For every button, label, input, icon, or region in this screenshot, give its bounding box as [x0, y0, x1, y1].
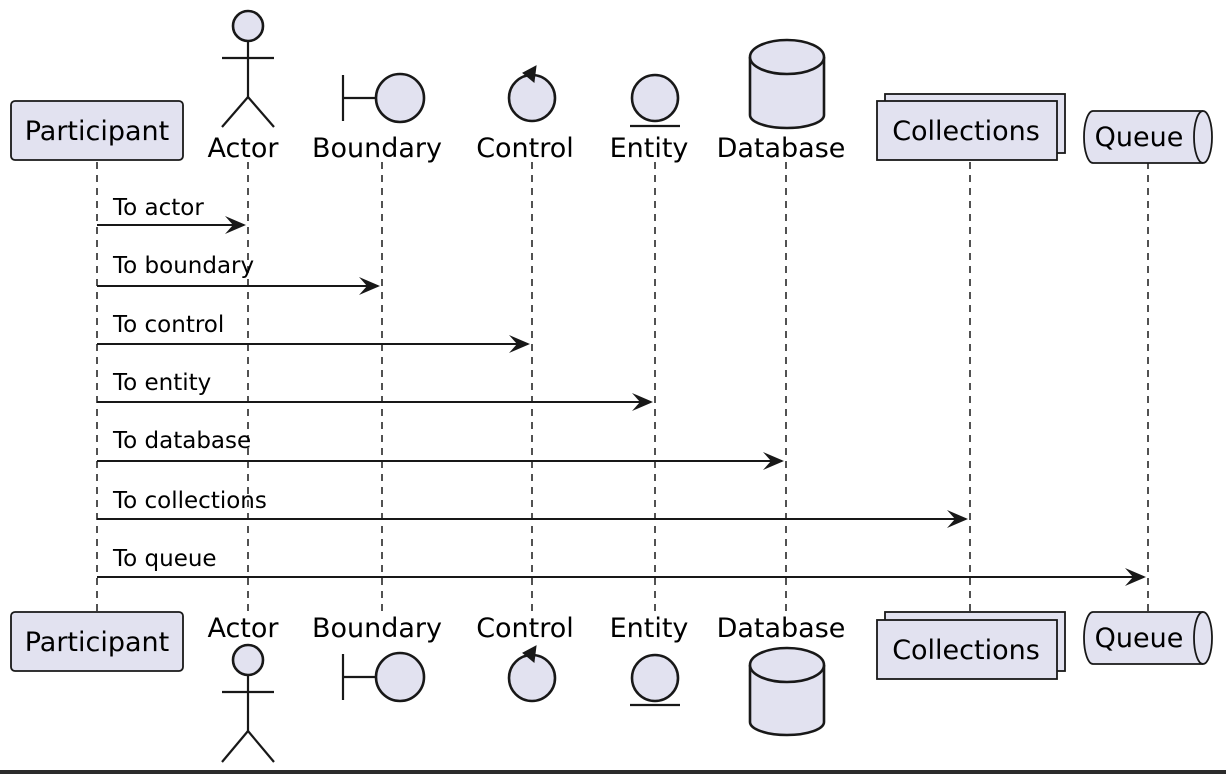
entity-label-bottom: Entity: [610, 613, 689, 644]
actor-label-bottom: Actor: [207, 613, 279, 644]
database-head-bottom: Database: [717, 613, 846, 737]
entity-head-top: Entity: [610, 73, 689, 164]
arrowhead: [947, 510, 968, 528]
participant-head-top: Participant: [10, 100, 184, 161]
database-icon: [748, 38, 826, 130]
database-icon: [748, 646, 826, 737]
arrowhead: [632, 393, 653, 411]
boundary-head-top: Boundary: [312, 72, 442, 164]
control-label-bottom: Control: [476, 613, 574, 644]
collections-label-bottom: Collections: [892, 635, 1040, 666]
message-to-entity: To entity: [97, 370, 653, 411]
arrowhead: [509, 335, 530, 353]
bottom-border: [0, 770, 1226, 774]
participant-head-bottom: Participant: [10, 611, 184, 672]
message-to-boundary: To boundary: [97, 253, 380, 295]
queue-head-bottom: Queue: [1083, 611, 1213, 665]
message-label: To collections: [112, 488, 267, 514]
entity-icon: [630, 653, 680, 707]
actor-icon: [221, 643, 275, 763]
database-label-top: Database: [717, 133, 846, 164]
collections-head-bottom: Collections: [876, 611, 1066, 680]
control-label-top: Control: [476, 133, 574, 164]
messages: To actor To boundary To control To entit…: [97, 195, 1146, 586]
boundary-head-bottom: Boundary: [312, 613, 442, 703]
boundary-label-bottom: Boundary: [312, 613, 442, 644]
arrowhead: [359, 277, 380, 295]
boundary-label-top: Boundary: [312, 133, 442, 164]
entity-head-bottom: Entity: [610, 613, 689, 707]
message-label: To queue: [112, 546, 217, 572]
actor-icon: [221, 9, 275, 128]
entity-icon: [630, 73, 680, 128]
message-label: To entity: [112, 370, 211, 396]
collections-head-top: Collections: [876, 93, 1066, 161]
database-head-top: Database: [717, 38, 846, 164]
arrowhead: [225, 216, 246, 234]
message-label: To actor: [112, 195, 204, 221]
actor-head-bottom: Actor: [207, 613, 279, 763]
participant-label-top: Participant: [25, 116, 170, 147]
message-to-database: To database: [97, 428, 784, 470]
participant-label-bottom: Participant: [25, 627, 170, 658]
arrowhead: [763, 452, 784, 470]
queue-label-top: Queue: [1095, 122, 1184, 153]
control-head-top: Control: [476, 65, 574, 164]
message-to-control: To control: [97, 312, 530, 353]
queue-head-top: Queue: [1083, 110, 1213, 164]
arrowhead: [1125, 568, 1146, 586]
control-head-bottom: Control: [476, 613, 574, 703]
control-icon: [507, 645, 557, 703]
actor-head-top: Actor: [207, 9, 279, 164]
message-to-collections: To collections: [97, 488, 968, 528]
boundary-icon: [341, 72, 426, 124]
control-icon: [507, 65, 557, 123]
message-label: To control: [112, 312, 224, 338]
message-label: To boundary: [112, 253, 254, 279]
collections-label-top: Collections: [892, 116, 1040, 147]
entity-label-top: Entity: [610, 133, 689, 164]
database-label-bottom: Database: [717, 613, 846, 644]
message-label: To database: [112, 428, 251, 454]
lifelines: [96, 162, 1149, 612]
message-to-queue: To queue: [97, 546, 1146, 586]
message-to-actor: To actor: [97, 195, 246, 234]
actor-label-top: Actor: [207, 133, 279, 164]
queue-label-bottom: Queue: [1095, 623, 1184, 654]
boundary-icon: [341, 651, 426, 703]
